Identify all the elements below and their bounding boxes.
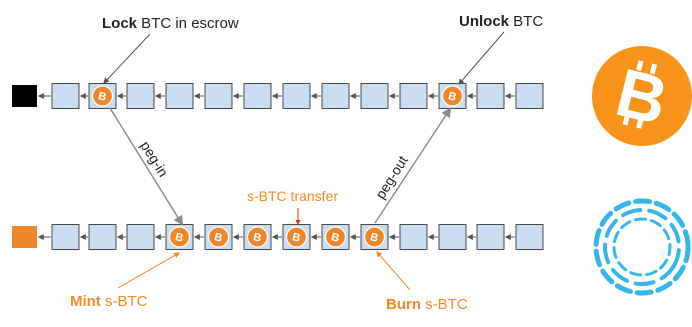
- bitcoin-coin-icon: B: [168, 226, 191, 248]
- bitcoin-coin-icon: B: [91, 85, 114, 107]
- block: [515, 83, 544, 109]
- block: [165, 83, 194, 109]
- block: [321, 83, 350, 109]
- coin-glyph: B: [291, 231, 302, 245]
- block: [399, 83, 428, 109]
- liquid-network-icon: [593, 198, 691, 296]
- block: [126, 224, 155, 250]
- block: [515, 224, 544, 250]
- coin-glyph: B: [252, 231, 263, 245]
- peg-in-arrow: [109, 107, 184, 226]
- unlock-pointer-arrow: [458, 31, 505, 85]
- coin-glyph: B: [174, 231, 185, 245]
- block: [88, 224, 117, 250]
- lock-pointer-arrow: [103, 33, 151, 84]
- burn-pointer-arrow: [376, 251, 411, 291]
- peg-in-label: peg-in: [137, 138, 171, 179]
- lock-label: Lock BTC in escrow: [102, 15, 239, 32]
- block: [476, 224, 505, 250]
- unlock-label: Unlock BTC: [459, 13, 543, 30]
- block: [438, 224, 467, 250]
- genesis-block: [12, 85, 37, 107]
- bitcoin-coin-icon: B: [285, 226, 308, 248]
- coin-glyph: B: [330, 231, 341, 245]
- mint-pointer-arrow: [117, 252, 181, 289]
- block: [399, 224, 428, 250]
- mint-label: Mint s-BTC: [70, 293, 148, 310]
- bitcoin-coin-icon: B: [363, 226, 386, 248]
- block: [51, 83, 80, 109]
- block: [51, 224, 80, 250]
- bitcoin-coin-icon: B: [207, 226, 230, 248]
- block: [243, 83, 272, 109]
- transfer-label: s-BTC transfer: [247, 188, 338, 204]
- genesis-block: [12, 226, 37, 248]
- coin-glyph: B: [97, 90, 108, 104]
- block: [282, 83, 311, 109]
- bitcoin-coin-icon: B: [246, 226, 269, 248]
- bitcoin-coin-icon: B: [441, 85, 464, 107]
- block: [204, 83, 233, 109]
- bitcoin-coin-icon: B: [324, 226, 347, 248]
- block: [360, 83, 389, 109]
- burn-label: Burn s-BTC: [386, 296, 468, 313]
- coin-glyph: B: [369, 231, 380, 245]
- coin-glyph: B: [213, 231, 224, 245]
- bitcoin-logo-icon: B: [592, 46, 692, 146]
- peg-out-arrow: [374, 107, 452, 224]
- coin-glyph: B: [447, 90, 458, 104]
- block: [476, 83, 505, 109]
- block: [126, 83, 155, 109]
